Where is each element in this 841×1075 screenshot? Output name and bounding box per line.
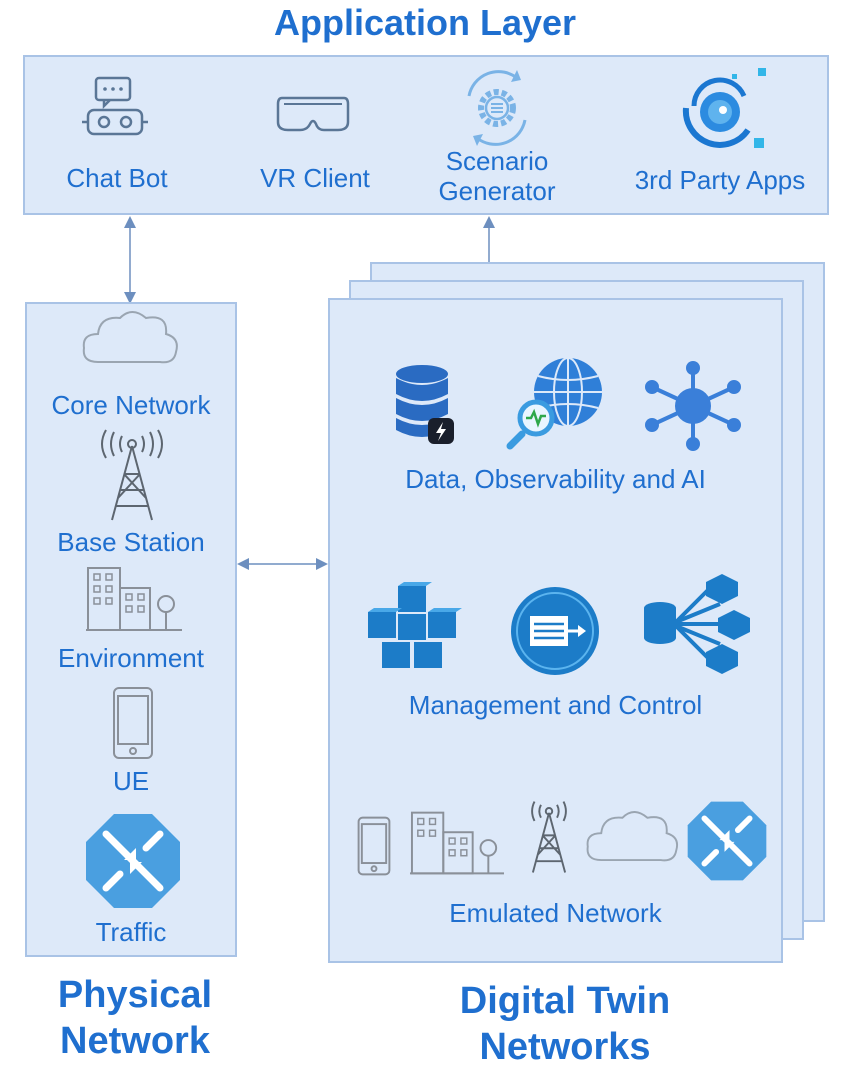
dt-label-data-observability-ai: Data, Observability and AI	[405, 464, 706, 494]
physical-label-ue: UE	[112, 766, 150, 796]
physical-label-environment: Environment	[58, 643, 204, 673]
physical-label-base-station: Base Station	[57, 527, 205, 557]
digital-twin-title: Digital Twin Networks	[459, 980, 671, 1068]
dt-label-management-control: Management and Control	[408, 690, 703, 720]
cubes-icon	[368, 582, 462, 668]
app-label-chat-bot: Chat Bot	[66, 163, 168, 193]
globe-search-icon	[506, 357, 602, 450]
queue-icon	[511, 587, 599, 675]
physical-label-core-network: Core Network	[51, 390, 211, 420]
emulated-traffic-router-icon	[687, 801, 767, 881]
chatbot-icon	[82, 76, 148, 136]
database-icon	[396, 365, 454, 444]
application-layer-title: Application Layer	[273, 2, 577, 43]
app-label-3rd-party-apps: 3rd Party Apps	[634, 165, 806, 195]
buildings-icon	[86, 567, 182, 631]
phone-icon	[113, 687, 153, 759]
emulated-cell-tower-icon	[531, 801, 567, 873]
cell-tower-icon	[101, 429, 163, 521]
cloud-icon	[82, 311, 178, 364]
ai-network-icon	[645, 361, 741, 451]
emulated-phone-icon	[357, 816, 391, 876]
dt-label-emulated-network: Emulated Network	[449, 898, 662, 928]
scenario-generator-icon	[467, 70, 527, 146]
app-label-scenario-generator: Scenario Generator	[438, 146, 556, 206]
app-label-vr-client: VR Client	[260, 163, 370, 193]
emulated-buildings-icon	[410, 811, 504, 875]
vr-headset-icon	[276, 96, 350, 132]
emulated-cloud-icon	[586, 811, 679, 862]
data-router-icon	[644, 574, 750, 674]
third-party-apps-icon	[682, 68, 766, 148]
physical-network-title: Physical Network	[57, 974, 213, 1062]
traffic-router-icon	[86, 814, 180, 908]
physical-label-traffic: Traffic	[95, 917, 167, 947]
